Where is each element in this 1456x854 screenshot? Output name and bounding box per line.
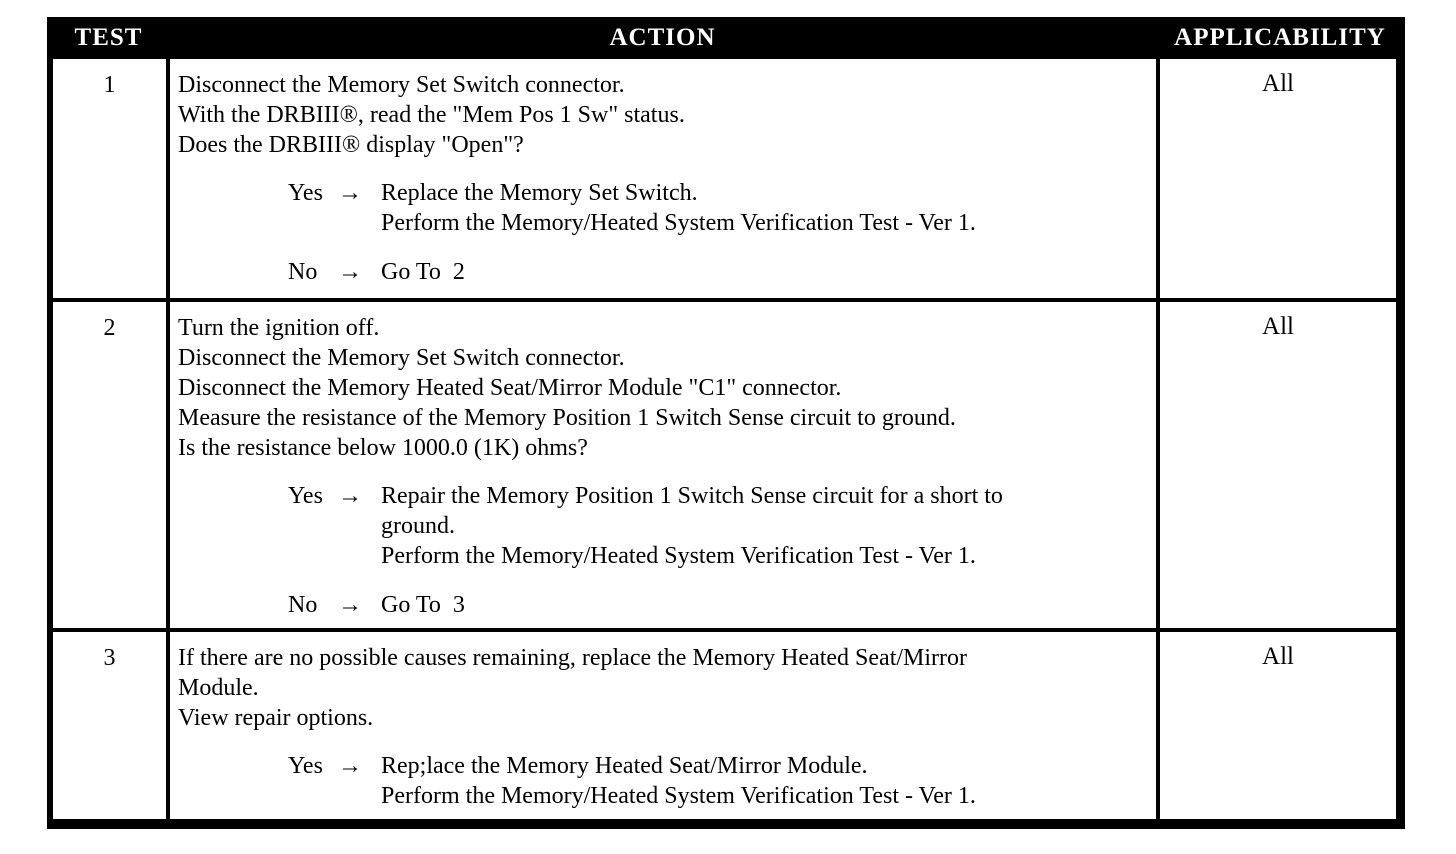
branch-lines: Rep;lace the Memory Heated Seat/Mirror M… [381,751,1150,811]
branch-line: Go To 3 [381,592,465,618]
branch-line: Perform the Memory/Heated System Verific… [381,783,976,809]
branch-label: No [288,592,318,618]
right-arrow-icon: → [338,180,362,206]
branch-line: Repair the Memory Position 1 Switch Sens… [381,483,1003,509]
header-cell-action: ACTION [609,24,716,51]
branch-label: Yes [288,483,323,509]
action-line: If there are no possible causes remainin… [178,645,968,671]
action-line: Does the DRBIII® display "Open"? [178,132,524,158]
action-cell: If there are no possible causes remainin… [170,632,1156,819]
branch-label: No [288,259,318,285]
test-number-cell: 3 [53,632,170,819]
action-line: Disconnect the Memory Set Switch connect… [178,345,625,371]
applicability-cell: All [1156,59,1396,298]
action-line: Module. [178,675,259,701]
branch-line: Rep;lace the Memory Heated Seat/Mirror M… [381,753,868,779]
test-number-cell: 1 [53,59,170,298]
action-line: Disconnect the Memory Heated Seat/Mirror… [178,375,842,401]
right-arrow-icon: → [338,753,362,779]
action-line: View repair options. [178,705,374,731]
branch-no: No → Go To 2 [288,257,1150,287]
action-line: Disconnect the Memory Set Switch connect… [178,72,625,98]
applicability-cell: All [1156,302,1396,628]
action-line: Turn the ignition off. [178,315,380,341]
right-arrow-icon: → [338,259,362,285]
branch-line: Perform the Memory/Heated System Verific… [381,210,976,236]
header-cell-test: TEST [74,24,143,51]
branch-yes: Yes → Rep;lace the Memory Heated Seat/Mi… [288,751,1150,811]
action-cell: Disconnect the Memory Set Switch connect… [170,59,1156,298]
branch-yes: Yes → Repair the Memory Position 1 Switc… [288,481,1150,571]
branch-lines: Go To 2 [381,257,1150,287]
branch-line: Replace the Memory Set Switch. [381,180,698,206]
table-row-test-3: 3 If there are no possible causes remain… [53,628,1396,819]
action-cell: Turn the ignition off. Disconnect the Me… [170,302,1156,628]
header-cell-applicability: APPLICABILITY [1174,24,1386,51]
action-line: Measure the resistance of the Memory Pos… [178,405,956,431]
branch-lines: Replace the Memory Set Switch. Perform t… [381,178,1150,238]
right-arrow-icon: → [338,592,362,618]
table-row-test-1: 1 Disconnect the Memory Set Switch conne… [53,59,1396,298]
branch-line: Go To 2 [381,259,465,285]
branch-yes: Yes → Replace the Memory Set Switch. Per… [288,178,1150,238]
applicability-cell: All [1156,632,1396,819]
branch-line: Perform the Memory/Heated System Verific… [381,543,976,569]
test-number-cell: 2 [53,302,170,628]
table-header: TEST ACTION APPLICABILITY [47,17,1405,59]
branch-no: No → Go To 3 [288,590,1150,620]
branch-label: Yes [288,180,323,206]
branch-lines: Repair the Memory Position 1 Switch Sens… [381,481,1150,571]
table-row-test-2: 2 Turn the ignition off. Disconnect the … [53,298,1396,628]
branch-lines: Go To 3 [381,590,1150,620]
right-arrow-icon: → [338,483,362,509]
branch-line: ground. [381,513,455,539]
action-line: With the DRBIII®, read the "Mem Pos 1 Sw… [178,102,685,128]
branch-label: Yes [288,753,323,779]
table-body: 1 Disconnect the Memory Set Switch conne… [47,59,1405,829]
action-line: Is the resistance below 1000.0 (1K) ohms… [178,435,588,461]
diagnostic-test-table: TEST ACTION APPLICABILITY 1 Disconnect t… [47,17,1405,829]
